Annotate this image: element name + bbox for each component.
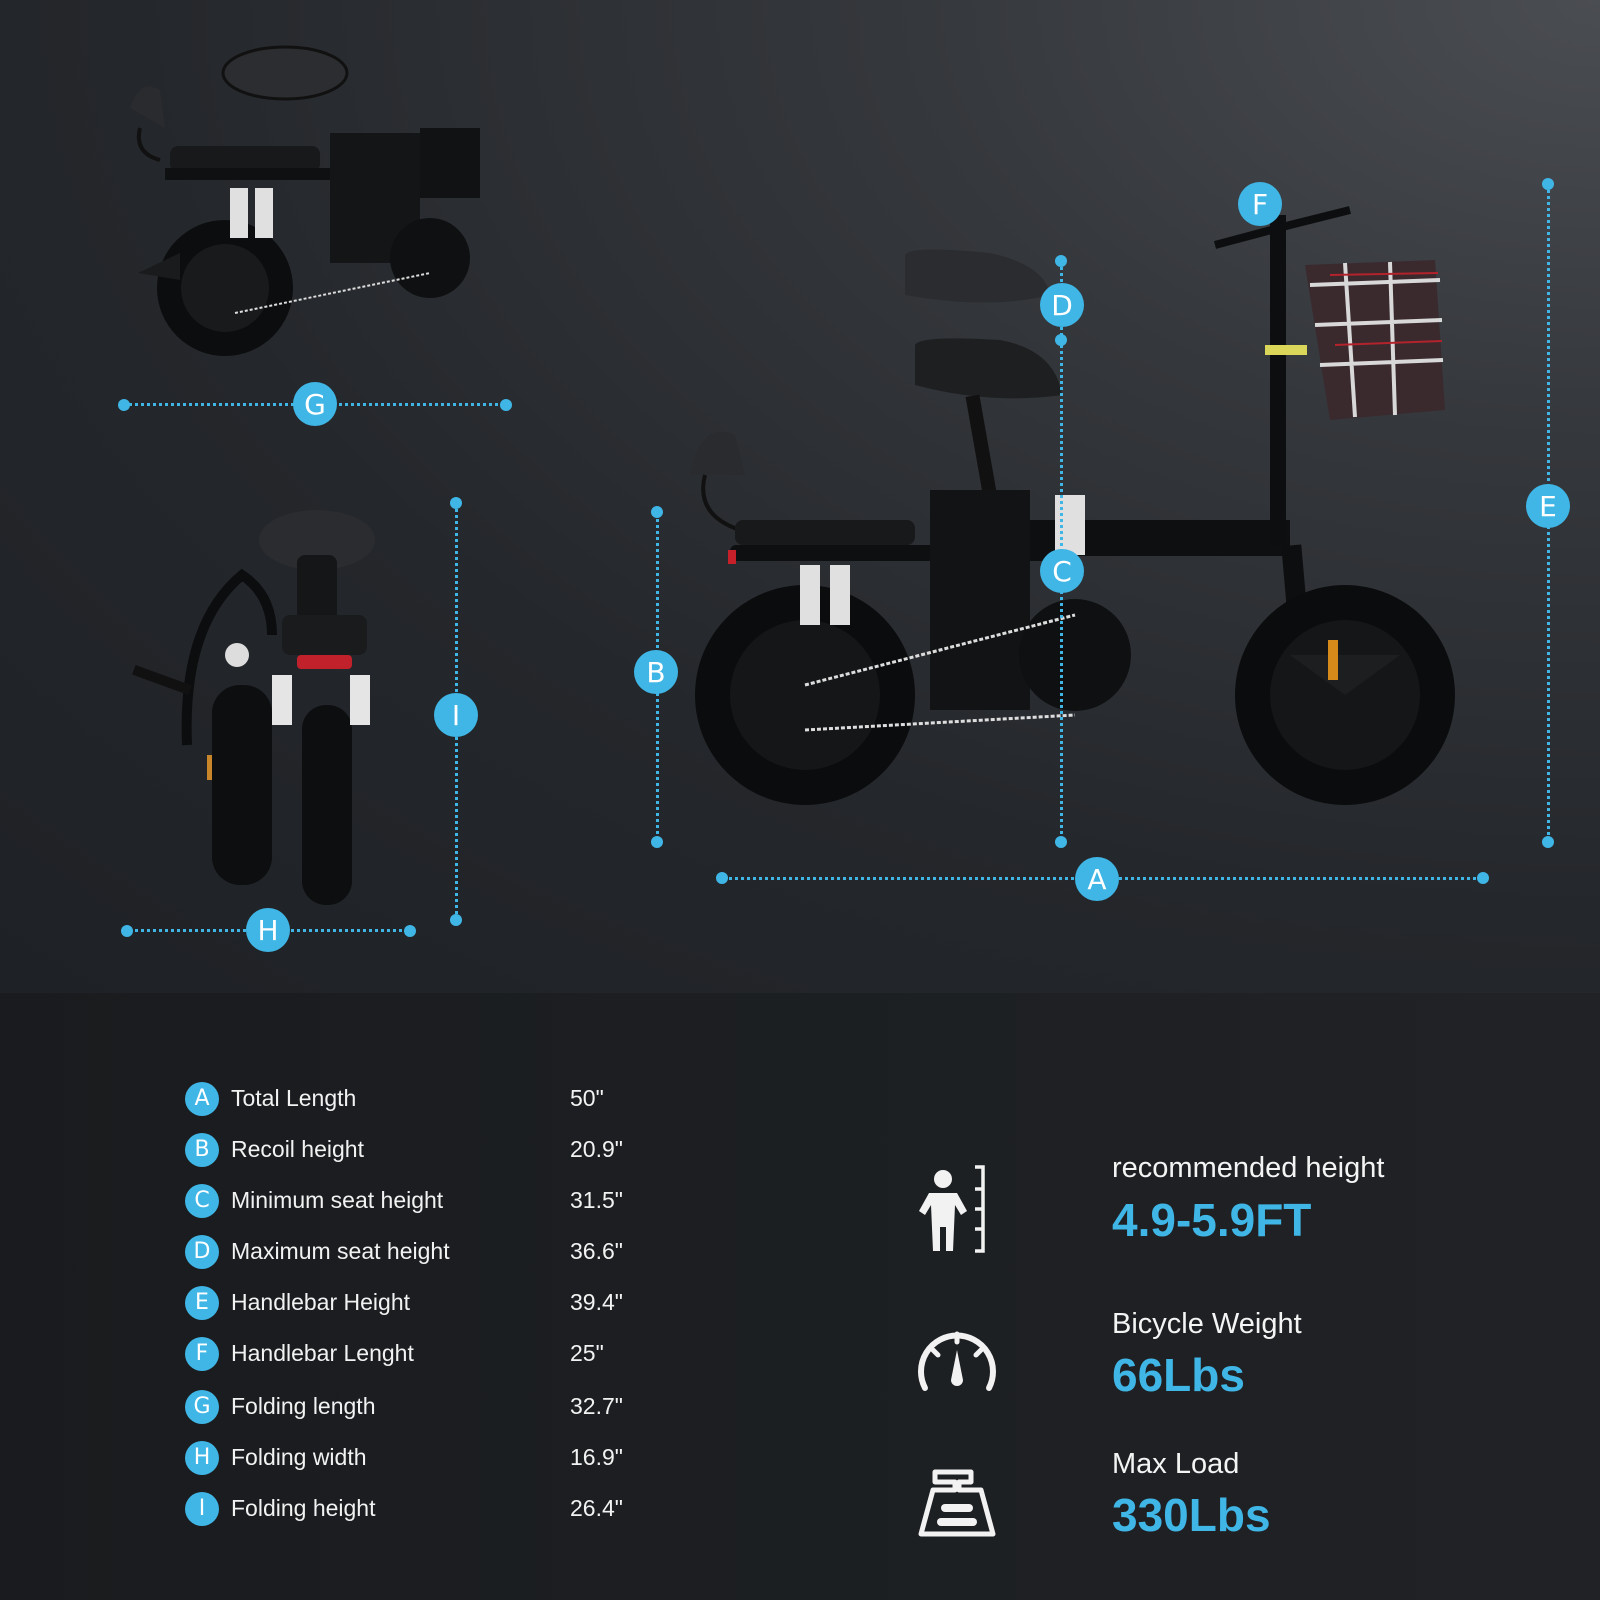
spec-label: Handlebar Height: [231, 1289, 411, 1315]
spec-row-recoil-height: B Recoil height 20.9": [185, 1124, 645, 1175]
stat-title: Bicycle Weight: [1112, 1308, 1302, 1340]
spec-row-folding-height: I Folding height 26.4": [185, 1483, 645, 1534]
spec-label: Folding height: [231, 1495, 376, 1521]
spec-value: 26.4": [570, 1495, 623, 1521]
spec-badge: F: [185, 1336, 219, 1371]
dimension-endpoint: [1477, 872, 1489, 884]
dimension-endpoint: [118, 399, 130, 411]
spec-value: 16.9": [570, 1444, 623, 1470]
marker-d: D: [1040, 283, 1084, 327]
spec-row-maximum-seat-height: D Maximum seat height 36.6": [185, 1226, 645, 1277]
spec-badge: G: [185, 1389, 219, 1424]
stat-max-load: Max Load 330Lbs: [900, 1448, 1500, 1580]
spec-value: 20.9": [570, 1136, 623, 1162]
dimension-endpoint: [716, 872, 728, 884]
dimension-endpoint: [651, 506, 663, 518]
marker-b: B: [634, 650, 678, 694]
stat-bicycle-weight: Bicycle Weight 66Lbs: [900, 1308, 1500, 1440]
stat-value: 66Lbs: [1112, 1349, 1245, 1401]
spec-label: Total Length: [231, 1085, 357, 1111]
spec-row-minimum-seat-height: C Minimum seat height 31.5": [185, 1175, 645, 1226]
marker-a: A: [1075, 857, 1119, 901]
spec-row-handlebar-length: F Handlebar Lenght 25": [185, 1328, 645, 1379]
dimension-endpoint: [1055, 836, 1067, 848]
spec-badge: E: [185, 1285, 219, 1320]
folded-bike-side-image: [120, 28, 500, 373]
spec-list: A Total Length 50" B Recoil height 20.9"…: [185, 1081, 645, 1534]
marker-h: H: [246, 908, 290, 952]
dimension-endpoint: [450, 914, 462, 926]
spec-row-folding-length: G Folding length 32.7": [185, 1381, 645, 1432]
spec-badge: I: [185, 1491, 219, 1526]
spec-row-handlebar-height: E Handlebar Height 39.4": [185, 1277, 645, 1328]
dimension-endpoint: [1055, 255, 1067, 267]
spec-label: Folding width: [231, 1444, 367, 1470]
stat-title: Max Load: [1112, 1448, 1240, 1480]
spec-value: 32.7": [570, 1393, 623, 1419]
spec-label: Folding length: [231, 1393, 376, 1419]
spec-value: 36.6": [570, 1238, 623, 1264]
spec-badge: D: [185, 1234, 219, 1269]
marker-c: C: [1040, 549, 1084, 593]
specs-panel: [0, 993, 1600, 1600]
dimension-endpoint: [651, 836, 663, 848]
dimension-endpoint: [1542, 178, 1554, 190]
dimension-endpoint: [450, 497, 462, 509]
stat-value: 330Lbs: [1112, 1489, 1271, 1541]
spec-label: Recoil height: [231, 1136, 364, 1162]
spec-row-total-length: A Total Length 50": [185, 1073, 645, 1124]
spec-badge: A: [185, 1081, 219, 1116]
spec-badge: H: [185, 1440, 219, 1475]
dimension-endpoint: [1542, 836, 1554, 848]
spec-row-folding-width: H Folding width 16.9": [185, 1432, 645, 1483]
dimension-endpoint: [500, 399, 512, 411]
spec-badge: C: [185, 1183, 219, 1218]
spec-value: 50": [570, 1085, 604, 1111]
stat-value: 4.9-5.9FT: [1112, 1194, 1312, 1246]
spec-label: Maximum seat height: [231, 1238, 450, 1264]
marker-f: F: [1238, 182, 1282, 226]
spec-value: 31.5": [570, 1187, 623, 1213]
dimension-endpoint: [1055, 334, 1067, 346]
spec-label: Handlebar Lenght: [231, 1340, 414, 1366]
speedometer-icon: [915, 1320, 1015, 1420]
spec-value: 25": [570, 1340, 604, 1366]
weight-scale-icon: [915, 1468, 1015, 1568]
marker-g: G: [293, 382, 337, 426]
spec-label: Minimum seat height: [231, 1187, 444, 1213]
stat-title: recommended height: [1112, 1152, 1385, 1184]
spec-value: 39.4": [570, 1289, 623, 1315]
dimension-endpoint: [121, 925, 133, 937]
folded-bike-rear-image: [132, 505, 412, 910]
stat-recommended-height: recommended height 4.9-5.9FT: [900, 1152, 1500, 1280]
unfolded-bike-side-image: [690, 185, 1480, 835]
marker-e: E: [1526, 484, 1570, 528]
spec-badge: B: [185, 1132, 219, 1167]
dimension-diagram: G I H: [0, 0, 1600, 993]
marker-i: I: [434, 693, 478, 737]
dimension-endpoint: [404, 925, 416, 937]
person-height-icon: [915, 1165, 1015, 1265]
